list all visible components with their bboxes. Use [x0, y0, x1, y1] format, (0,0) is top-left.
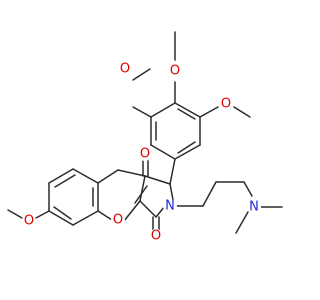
- bond: [132, 68, 151, 81]
- atom-label-background: [168, 64, 182, 78]
- bond: [243, 181, 253, 197]
- bond: [235, 211, 249, 234]
- oxygen-atom-label: O: [140, 147, 150, 162]
- oxygen-atom-label: O: [170, 64, 180, 79]
- bond: [233, 106, 251, 118]
- nitrogen-atom-label: N: [249, 200, 259, 215]
- bond: [123, 200, 141, 222]
- bond: [169, 158, 176, 185]
- bond: [139, 175, 146, 202]
- bond: [53, 206, 72, 220]
- bond: [150, 102, 176, 118]
- bond: [48, 168, 74, 184]
- bond: [117, 169, 146, 177]
- atom-label-background: [138, 147, 152, 161]
- bond: [177, 141, 196, 154]
- bond: [7, 209, 23, 219]
- atom-label-background: [219, 97, 233, 111]
- bond-layer: [7, 31, 283, 234]
- bond: [144, 175, 171, 185]
- atom-label-background: [149, 229, 163, 243]
- bond: [174, 102, 201, 118]
- bond: [150, 144, 176, 160]
- bond: [72, 210, 99, 226]
- oxygen-atom-label: O: [221, 97, 231, 112]
- bond: [132, 106, 152, 118]
- bond: [199, 106, 219, 118]
- oxygen-atom-label: O: [24, 214, 34, 229]
- bond: [72, 168, 99, 184]
- atom-label-background: [247, 200, 261, 214]
- oxygen-atom-label: O: [120, 62, 130, 77]
- bond: [97, 169, 119, 184]
- bond: [97, 210, 113, 221]
- atom-label-background: [163, 199, 177, 213]
- atom-label-background: [111, 213, 125, 227]
- bond: [202, 181, 217, 207]
- bond: [134, 185, 148, 204]
- bond: [174, 144, 201, 160]
- bond: [139, 200, 157, 218]
- atom-label-background: [118, 62, 132, 76]
- nitrogen-atom-label: N: [165, 199, 175, 214]
- bond: [48, 210, 74, 226]
- bond: [169, 183, 174, 201]
- oxygen-atom-label: O: [113, 213, 123, 228]
- atom-label-background: [22, 214, 36, 228]
- oxygen-atom-label: O: [151, 229, 161, 244]
- bond: [35, 210, 50, 219]
- bond: [54, 174, 76, 188]
- bond: [177, 108, 196, 120]
